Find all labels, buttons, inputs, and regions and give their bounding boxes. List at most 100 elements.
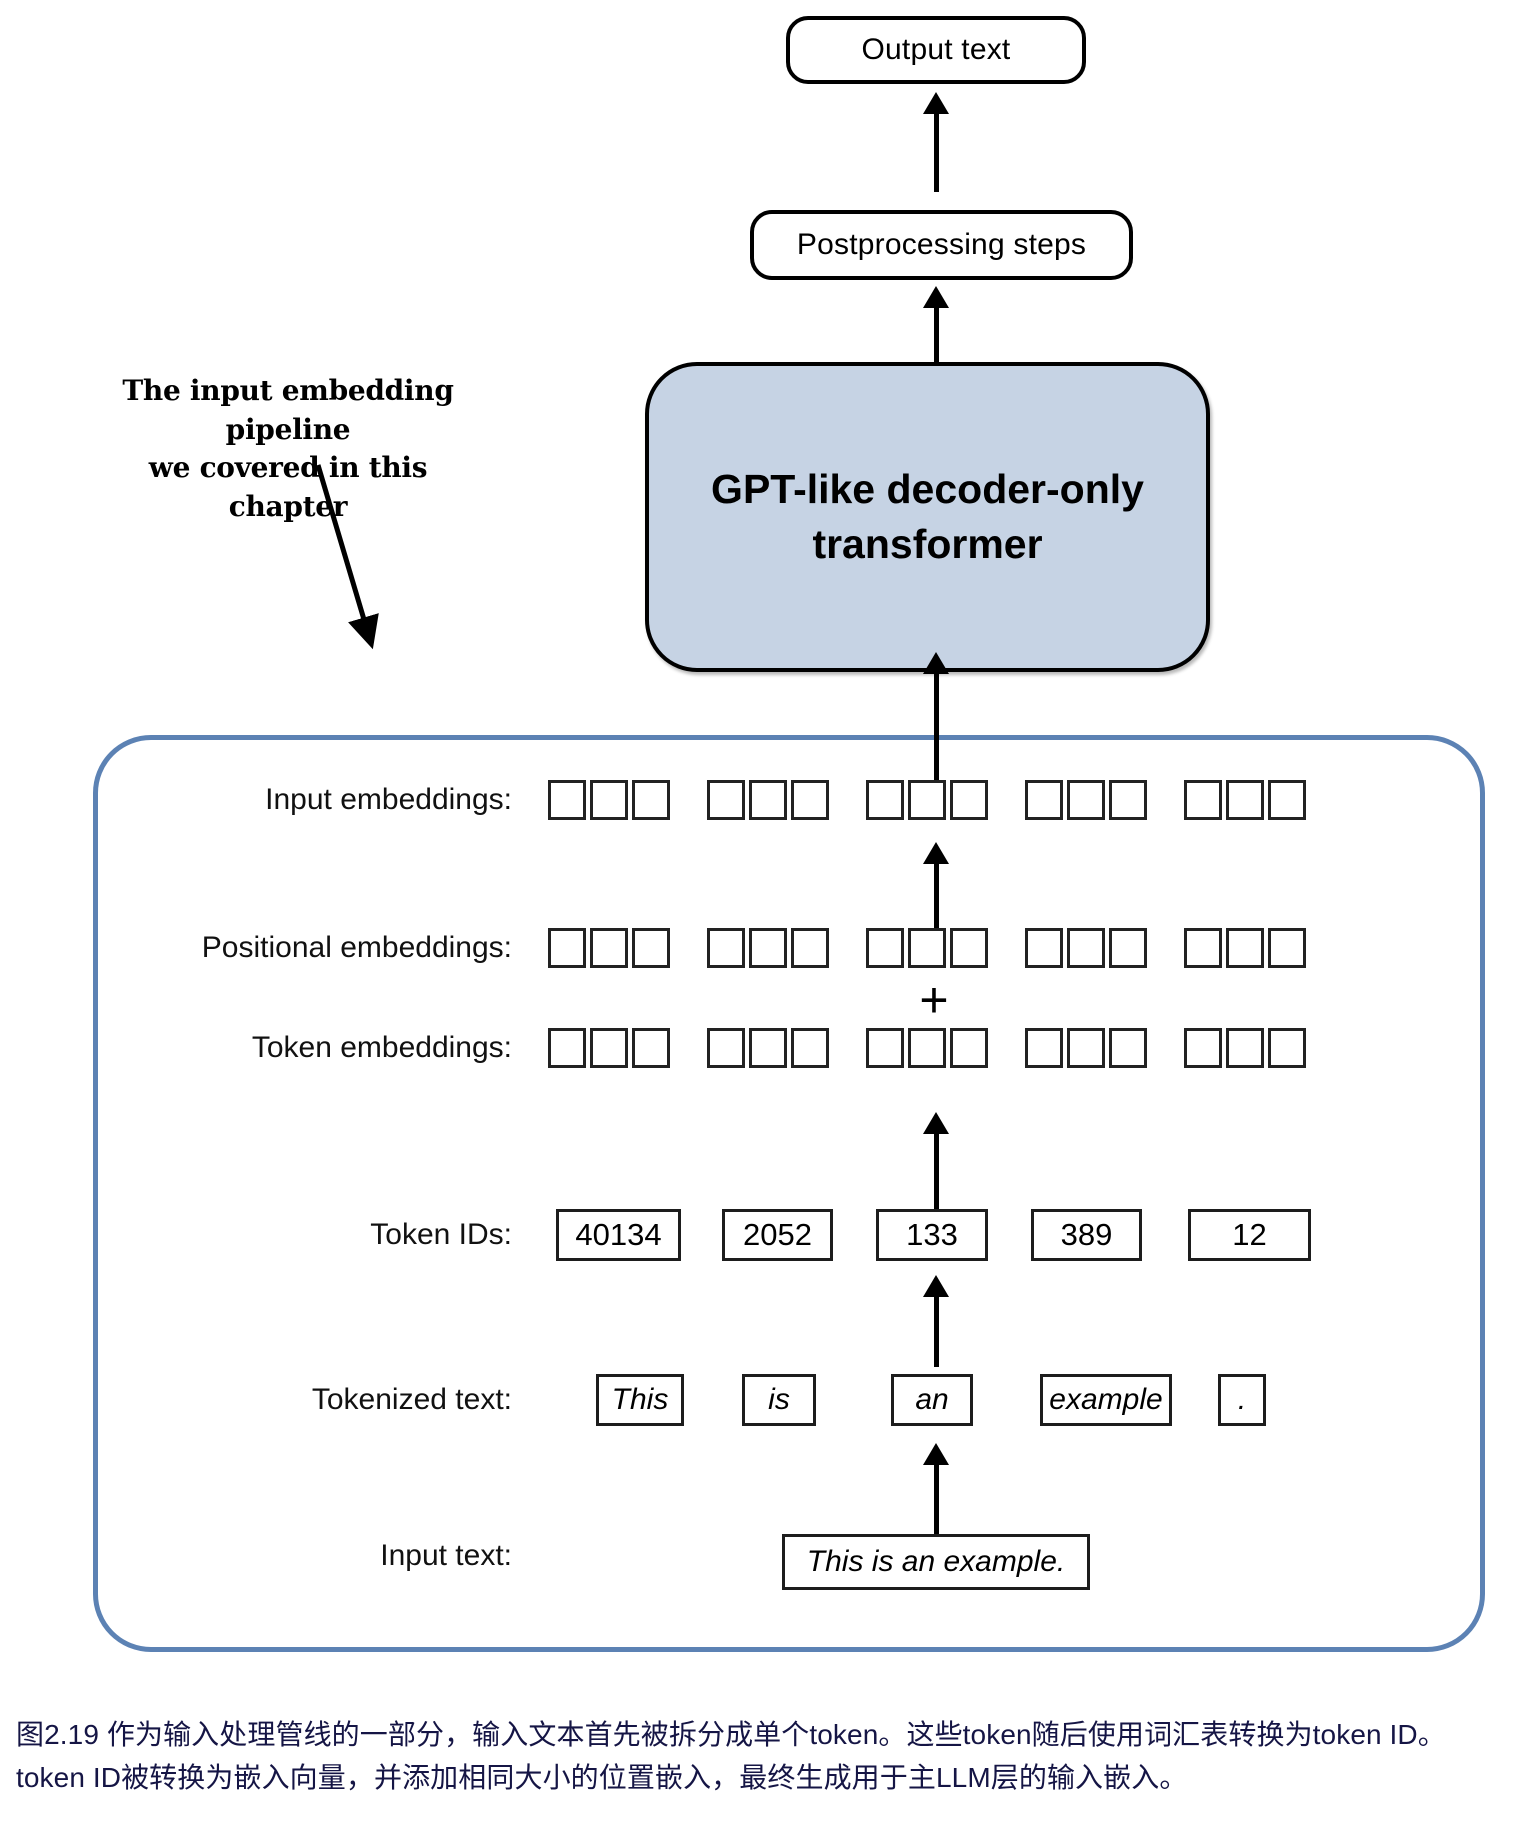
embedding-cell [791, 1028, 829, 1068]
embedding-cell [1067, 780, 1105, 820]
embedding-cell [1226, 1028, 1264, 1068]
embedding-cell [1226, 928, 1264, 968]
embedding-cell [1067, 928, 1105, 968]
embedding-cell [1067, 1028, 1105, 1068]
arrow-shaft-tokenized-to-tokenids [934, 1295, 939, 1367]
token-box: example [1040, 1374, 1172, 1426]
arrow-head-model-to-postprocessing [923, 286, 949, 308]
arrow-head-tokenids-to-tokenembeddings [923, 1112, 949, 1134]
token-box: This [596, 1374, 684, 1426]
token-embedding-group [866, 1028, 988, 1068]
embedding-cell [1184, 1028, 1222, 1068]
embedding-cell [866, 928, 904, 968]
output-text-label: Output text [861, 33, 1011, 66]
positional-embedding-group [1184, 928, 1306, 968]
embedding-cell [791, 928, 829, 968]
figure-caption: 图2.19 作为输入处理管线的一部分，输入文本首先被拆分成单个token。这些t… [16, 1719, 1446, 1793]
embedding-cell [1226, 780, 1264, 820]
arrow-shaft-inputtext-to-tokenized [934, 1463, 939, 1535]
token-id-box: 40134 [556, 1209, 681, 1261]
embedding-cell [632, 780, 670, 820]
embedding-cell [749, 1028, 787, 1068]
arrow-head-sum-to-input-embeddings [923, 842, 949, 864]
input-embedding-group [707, 780, 829, 820]
input-embedding-group [548, 780, 670, 820]
arrow-shaft-tokenids-to-tokenembeddings [934, 1132, 939, 1220]
embedding-cell [548, 780, 586, 820]
embedding-cell [590, 928, 628, 968]
embedding-cell [1109, 928, 1147, 968]
token-id-box: 389 [1031, 1209, 1142, 1261]
token-box: an [891, 1374, 973, 1426]
embedding-cell [548, 928, 586, 968]
token-box: . [1218, 1374, 1266, 1426]
gpt-model-label: GPT-like decoder-only transformer [711, 466, 1144, 567]
input-embedding-pipeline-container [93, 735, 1485, 1652]
row-label-input-text: Input text: [380, 1539, 512, 1572]
input-embedding-group [866, 780, 988, 820]
embedding-cell [632, 928, 670, 968]
arrow-shaft-embeddings-to-model [934, 672, 939, 792]
embedding-cell [1268, 1028, 1306, 1068]
embedding-cell [1109, 780, 1147, 820]
annotation-line-1: The input embedding pipeline [122, 374, 454, 446]
arrow-shaft-sum-to-input-embeddings [934, 862, 939, 940]
token-embedding-group [548, 1028, 670, 1068]
positional-embedding-group [866, 928, 988, 968]
input-embedding-group [1025, 780, 1147, 820]
positional-embedding-group [548, 928, 670, 968]
row-label-positional-embeddings: Positional embeddings: [201, 931, 512, 964]
embedding-cell [1184, 928, 1222, 968]
token-id-box: 133 [876, 1209, 988, 1261]
token-embedding-group [707, 1028, 829, 1068]
token-embedding-group [1025, 1028, 1147, 1068]
embedding-cell [950, 1028, 988, 1068]
arrow-head-inputtext-to-tokenized [923, 1443, 949, 1465]
annotation-arrow-icon [315, 464, 379, 650]
arrow-shaft-model-to-postprocessing [934, 306, 939, 366]
embedding-cell [749, 780, 787, 820]
arrow-head-postprocessing-to-output [923, 92, 949, 114]
embedding-cell [590, 780, 628, 820]
embedding-cell [707, 780, 745, 820]
embedding-cell [749, 928, 787, 968]
embedding-cell [950, 928, 988, 968]
plus-operator: + [919, 972, 949, 1028]
row-label-tokenized-text: Tokenized text: [311, 1383, 512, 1416]
arrow-head-tokenized-to-tokenids [923, 1275, 949, 1297]
token-embedding-group [1184, 1028, 1306, 1068]
embedding-cell [1025, 1028, 1063, 1068]
postprocessing-box: Postprocessing steps [750, 210, 1133, 280]
embedding-cell [590, 1028, 628, 1068]
embedding-cell [908, 780, 946, 820]
gpt-model-box: GPT-like decoder-only transformer [645, 362, 1210, 672]
embedding-cell [1109, 1028, 1147, 1068]
embedding-cell [1184, 780, 1222, 820]
embedding-cell [908, 1028, 946, 1068]
embedding-cell [1025, 780, 1063, 820]
embedding-cell [866, 1028, 904, 1068]
embedding-cell [908, 928, 946, 968]
arrow-head-embeddings-to-model [923, 652, 949, 674]
embedding-cell [707, 928, 745, 968]
embedding-cell [1268, 928, 1306, 968]
output-text-box: Output text [786, 16, 1086, 84]
row-label-token-ids: Token IDs: [370, 1218, 512, 1251]
row-label-token-embeddings: Token embeddings: [251, 1031, 512, 1064]
embedding-cell [950, 780, 988, 820]
token-box: is [742, 1374, 816, 1426]
embedding-cell [1025, 928, 1063, 968]
row-label-input-embeddings: Input embeddings: [265, 783, 512, 816]
embedding-cell [791, 780, 829, 820]
positional-embedding-group [1025, 928, 1147, 968]
embedding-cell [548, 1028, 586, 1068]
positional-embedding-group [707, 928, 829, 968]
embedding-cell [707, 1028, 745, 1068]
input-text-box: This is an example. [782, 1534, 1090, 1590]
token-id-box: 2052 [722, 1209, 833, 1261]
arrow-shaft-postprocessing-to-output [934, 112, 939, 192]
postprocessing-label: Postprocessing steps [796, 228, 1087, 261]
token-id-box: 12 [1188, 1209, 1311, 1261]
embedding-cell [632, 1028, 670, 1068]
